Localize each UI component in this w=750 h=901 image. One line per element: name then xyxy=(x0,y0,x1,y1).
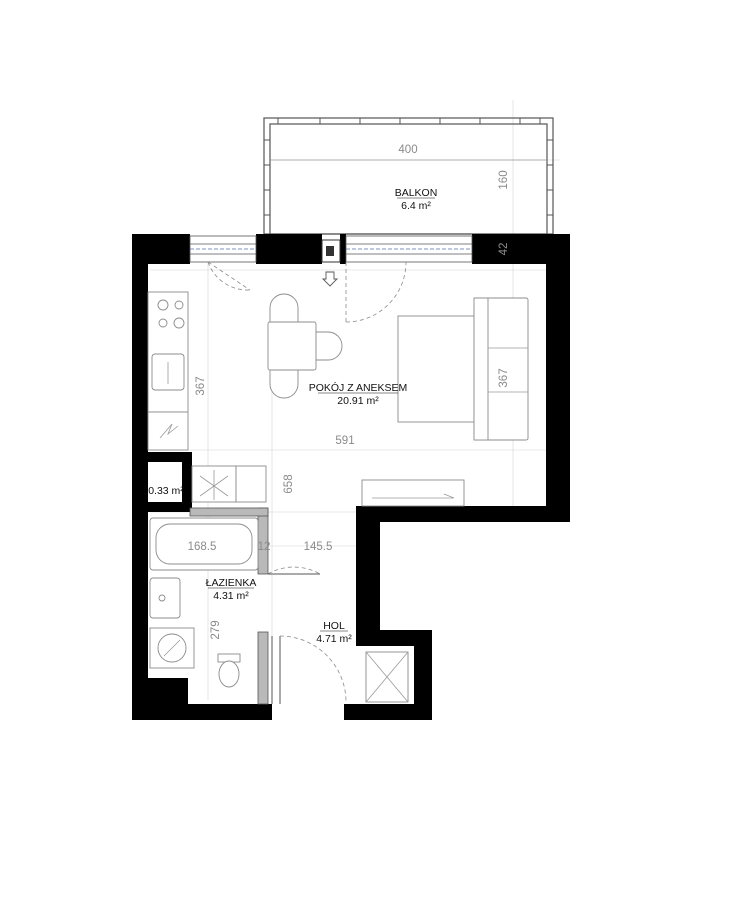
windows xyxy=(189,235,473,287)
hall-storage xyxy=(365,651,409,703)
dining-table xyxy=(267,293,343,399)
walls xyxy=(132,234,570,720)
closet xyxy=(191,465,267,503)
dim-balcony-depth: 160 xyxy=(498,170,510,189)
bathroom-name: ŁAZIENKA xyxy=(206,577,257,589)
dim-hall-width: 145.5 xyxy=(304,541,333,553)
dim-living-height-left: 367 xyxy=(195,376,207,395)
dimensions: 400 160 42 367 367 591 658 168.5 12 145.… xyxy=(188,144,510,640)
balcony xyxy=(263,117,554,235)
dim-balcony-width: 400 xyxy=(398,144,417,156)
dim-wall-thickness: 42 xyxy=(498,243,510,256)
hall-area: 4.71 m² xyxy=(316,633,352,645)
door-swings xyxy=(207,261,407,704)
living-name: POKÓJ Z ANEKSEM xyxy=(309,381,408,394)
balcony-name: BALKON xyxy=(395,187,438,199)
dim-tub-length: 168.5 xyxy=(188,541,217,553)
sofa xyxy=(361,297,529,507)
dim-living-width: 591 xyxy=(335,435,354,447)
room-labels: BALKON 6.4 m² POKÓJ Z ANEKSEM 20.91 m² 0… xyxy=(148,187,437,645)
hall-name: HOL xyxy=(323,620,345,632)
dim-bath-height: 279 xyxy=(210,620,222,639)
living-area: 20.91 m² xyxy=(337,395,379,407)
dim-partition: 12 xyxy=(258,541,271,553)
balcony-area: 6.4 m² xyxy=(401,200,431,212)
dim-total-depth: 658 xyxy=(283,474,295,493)
bathroom-fixtures xyxy=(149,517,259,688)
kitchen xyxy=(147,291,189,451)
bathroom-area: 4.31 m² xyxy=(213,590,249,602)
closet-area: 0.33 m² xyxy=(148,485,184,497)
dim-living-height-right: 367 xyxy=(498,368,510,387)
